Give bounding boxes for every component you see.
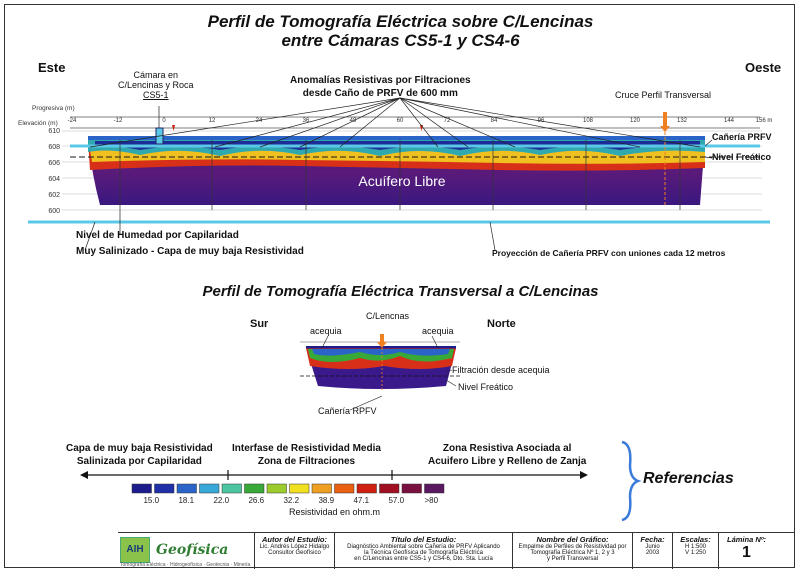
progressive-tick: 120 [630,118,641,124]
progressive-tick: 108 [583,118,594,124]
elevation-tick: 604 [48,176,60,183]
tb-sheet: Lámina Nº: 1 [718,533,774,569]
scale-swatch [131,483,152,494]
logo-subtitle: Tomografía Eléctrica · Hidrogeofísica · … [120,562,251,568]
main-title-line2: entre Cámaras CS5-1 y CS4-6 [281,31,520,50]
tb-date: Fecha: Junio 2003 [632,533,672,569]
scale-value: 15.0 [143,496,159,505]
scale-value: 57.0 [388,496,404,505]
scale-units: Resistividad en ohm.m [289,507,381,517]
scale-value: 32.2 [283,496,299,505]
cross-profile-label: Cruce Perfil Transversal [615,90,712,100]
ditch-right-label: acequia [422,326,454,336]
references-label: Referencias [643,470,734,487]
progressive-tick: 72 [444,118,451,124]
progressive-tick: 24 [256,118,263,124]
tb-scale: Escalas: H 1:500 V 1:250 [672,533,718,569]
legend-mid-label: Interfase de Resistividad Media Zona de … [232,443,381,467]
salinized-label: Muy Salinizado - Capa de muy baja Resist… [76,246,304,257]
progressive-tick: 0 [162,118,166,124]
camera-label: Cámara en C/Lencinas y Roca CS5-1 [118,70,194,100]
direction-west: Oeste [745,60,782,75]
capillary-label: Nivel de Humedad por Capilaridad [76,230,239,241]
direction-north: Norte [487,318,516,330]
ditch-left-label: acequia [310,326,342,336]
progressive-tick: 132 [677,118,688,124]
scale-swatch [424,483,445,494]
progressive-tick: 96 [538,118,545,124]
water-table-label: Nivel Freático [712,152,772,162]
tb-author: Autor del Estudio: Lic. Andrés López Hid… [254,533,334,569]
legend-low-label: Capa de muy baja Resistividad Salinizada… [66,443,213,467]
aquifer-label: Acuífero Libre [358,173,445,189]
pipe-label: Cañería PRFV [712,132,772,142]
transverse-title: Perfil de Tomografía Eléctrica Transvers… [202,283,599,300]
logo-badge: AIH [120,537,150,563]
scale-swatch [199,483,220,494]
scale-value: 38.9 [318,496,334,505]
progressive-tick: -24 [68,118,77,124]
street-label: C/Lencnas [366,311,410,321]
scale-swatch [244,483,265,494]
scale-value: 22.0 [213,496,229,505]
projection-label: Proyección de Cañería PRFV con uniones c… [492,248,726,258]
scale-swatch [334,483,355,494]
tb-graphic: Nombre del Gráfico: Empalme de Perfiles … [512,533,632,569]
scale-value: 26.6 [248,496,264,505]
scale-swatch [379,483,400,494]
progressive-tick: 84 [491,118,498,124]
filtration-label: Filtración desde acequia [452,365,550,375]
scale-swatch [176,483,197,494]
progressive-tick: -12 [114,118,123,124]
scale-value: 47.1 [353,496,369,505]
page-frame [4,4,795,568]
elevation-tick: 608 [48,144,60,151]
elevation-tick: 602 [48,192,60,199]
main-title-line1: Perfil de Tomografía Eléctrica sobre C/L… [207,12,594,31]
elevation-axis-label: Elevación (m) [18,120,58,127]
legend-high-label: Zona Resistiva Asociada al Acuifero Libr… [428,443,587,467]
progressive-tick: 144 [724,118,735,124]
progressive-tick: 36 [303,118,310,124]
scale-swatch [266,483,287,494]
scale-swatch [154,483,175,494]
scale-value: >80 [424,496,438,505]
logo-name: Geofísica [156,542,229,558]
progressive-tick: 48 [350,118,357,124]
title-block: Autor del Estudio: Lic. Andrés López Hid… [118,532,794,569]
progressive-tick: 12 [209,118,216,124]
scale-swatch [311,483,332,494]
scale-swatch [356,483,377,494]
transverse-water-label: Nivel Freático [458,382,514,392]
scale-value: 18.1 [178,496,194,505]
progressive-tick: 156 m [756,118,773,124]
tb-study: Título del Estudio: Diagnóstico Ambienta… [334,533,512,569]
progressive-axis-label: Progresiva (m) [32,105,75,112]
direction-east: Este [38,60,66,75]
elevation-tick: 606 [48,160,60,167]
elevation-tick: 600 [48,208,60,215]
company-logo: AIH Geofísica [120,534,250,566]
elevation-tick: 610 [48,128,60,135]
anomalies-label: Anomalías Resistivas por Filtraciones de… [290,75,471,99]
scale-swatch [221,483,242,494]
transverse-pipe-label: Cañería RPFV [318,406,377,416]
progressive-tick: 60 [397,118,404,124]
direction-south: Sur [250,318,269,330]
tb-logo-cell [118,533,254,569]
scale-swatch [401,483,422,494]
scale-swatch [289,483,310,494]
